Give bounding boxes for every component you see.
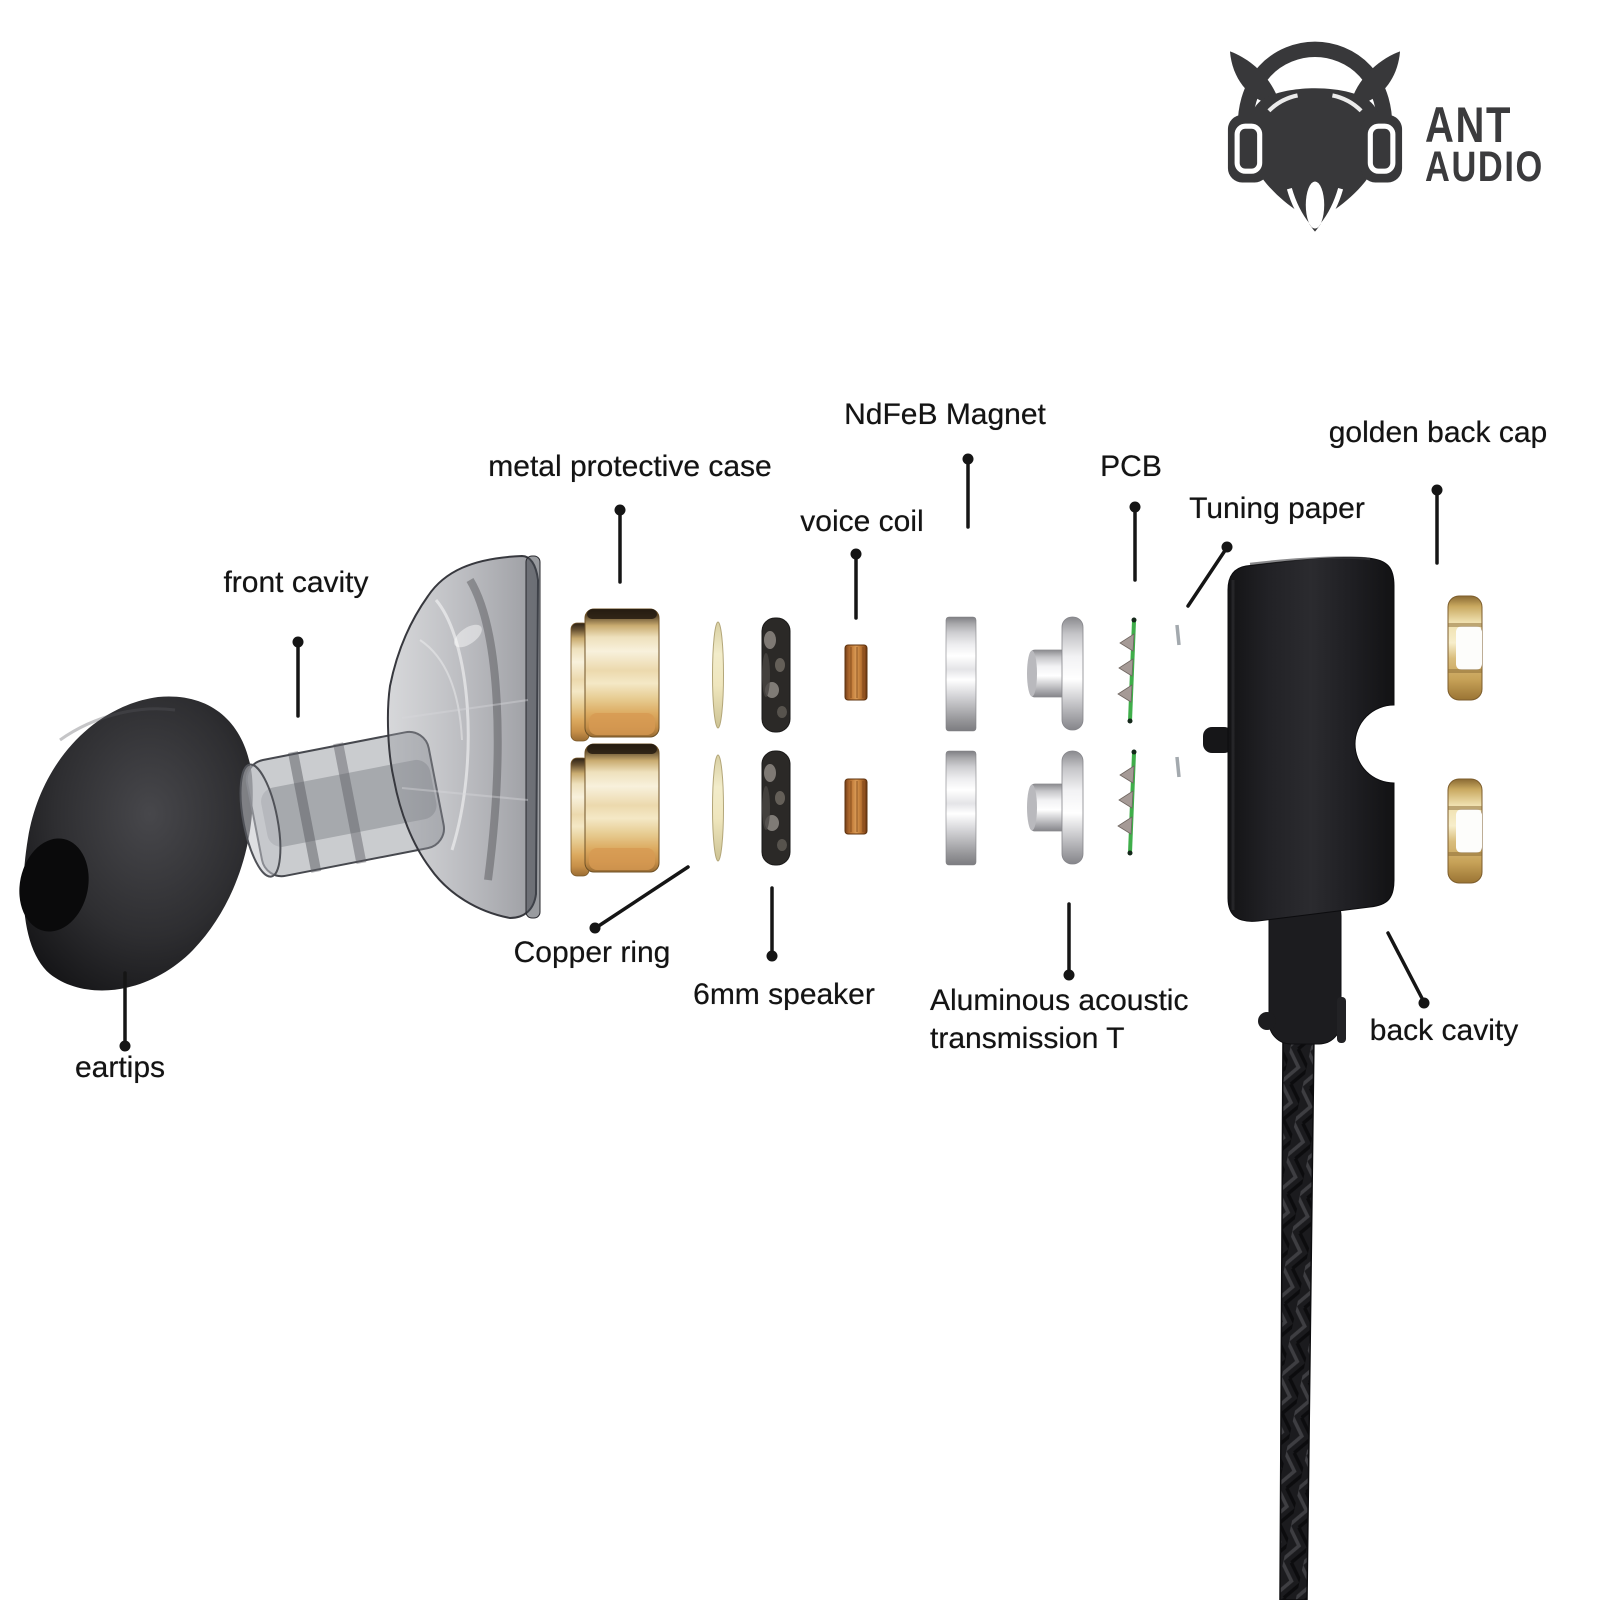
- label-front-cavity: front cavity: [223, 566, 369, 599]
- label-eartips: eartips: [74, 1051, 166, 1084]
- tuning-paper-shape: [1175, 623, 1181, 779]
- label-aluminous-line2: transmission T: [930, 1022, 1125, 1055]
- brand-name-line1: ANT: [1425, 97, 1513, 153]
- ndfeb-magnet-shape: [945, 616, 977, 866]
- copper-ring-shape: [712, 621, 724, 862]
- voice-coil-shape: [844, 644, 868, 835]
- leader-dots: [119, 453, 1443, 1052]
- label-back-cavity: back cavity: [1369, 1014, 1519, 1047]
- leader-lines: [123, 456, 1439, 1049]
- label-pcb: PCB: [1100, 450, 1162, 483]
- back-cavity-shape: [1203, 556, 1395, 1045]
- eartip-shape: [19, 696, 253, 991]
- metal-protective-case-shape: [570, 608, 660, 877]
- ant-head-icon: [1227, 41, 1403, 232]
- brand-logo: ANT AUDIO: [1215, 35, 1555, 245]
- label-tuning-paper: Tuning paper: [1189, 492, 1365, 525]
- golden-back-cap-shape: [1447, 595, 1483, 884]
- label-aluminous-acoustic-transmission: Aluminous acoustic transmission T: [930, 982, 1188, 1058]
- label-aluminous-line1: Aluminous acoustic: [930, 984, 1189, 1017]
- cable-shape: [1279, 1035, 1315, 1600]
- label-copper-ring: Copper ring: [513, 936, 671, 969]
- label-voice-coil: voice coil: [800, 505, 924, 538]
- label-ndfeb-magnet: NdFeB Magnet: [844, 398, 1046, 431]
- transmission-t-shape: [1026, 616, 1084, 865]
- label-6mm-speaker: 6mm speaker: [693, 978, 875, 1011]
- brand-name-line2: AUDIO: [1425, 143, 1544, 191]
- label-golden-back-cap: golden back cap: [1328, 416, 1548, 449]
- front-cavity-shape: [239, 554, 541, 920]
- pcb-shape: [1116, 615, 1139, 858]
- label-metal-protective-case: metal protective case: [488, 450, 772, 483]
- speaker-6mm-shape: [761, 617, 791, 866]
